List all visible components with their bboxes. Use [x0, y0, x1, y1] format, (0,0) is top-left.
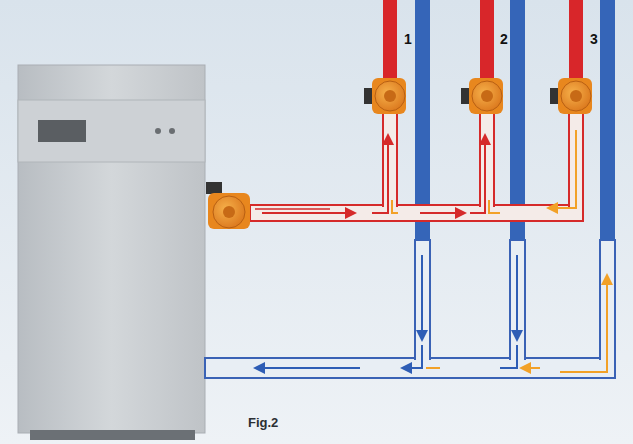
figure-caption: Fig.2 [248, 415, 278, 430]
callout-number: 1 [404, 31, 412, 47]
callout-number: 2 [500, 31, 508, 47]
callout-number: 3 [590, 31, 598, 47]
